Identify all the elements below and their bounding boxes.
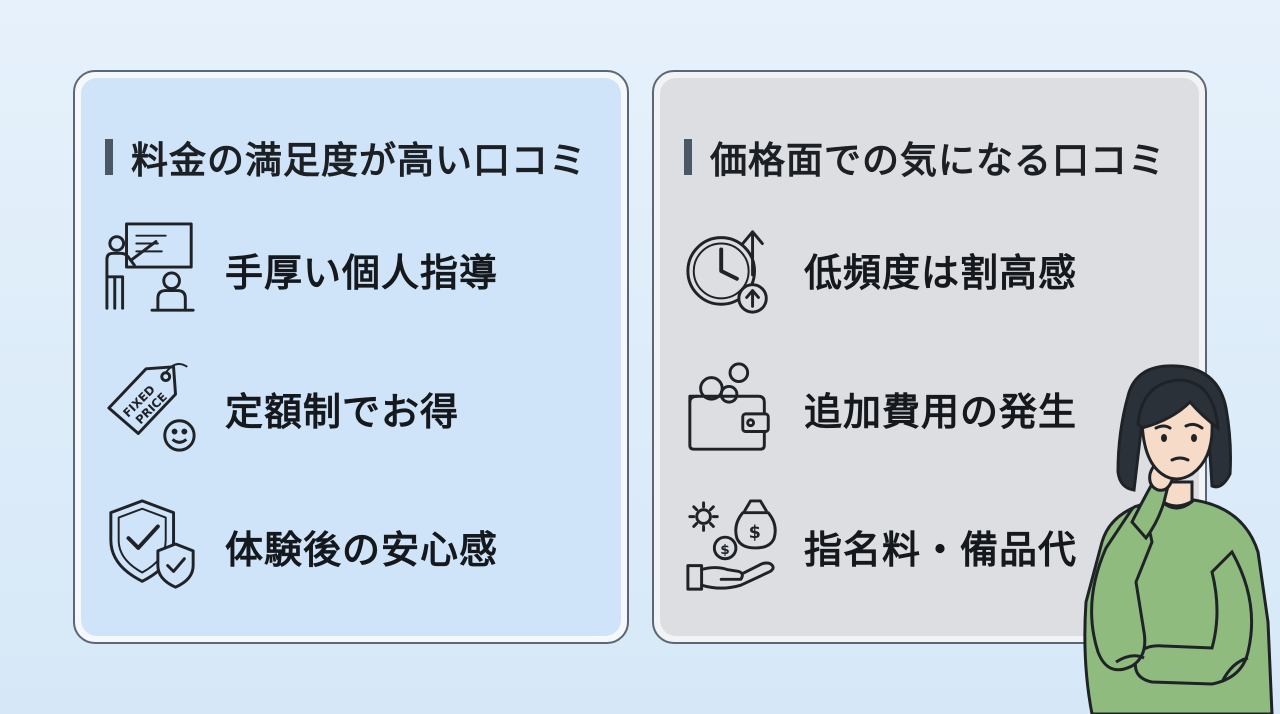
item-label: 低頻度は割高感 xyxy=(804,250,1078,295)
fixed-price-tag-icon: FIXED PRICE xyxy=(107,363,196,452)
list-item-extra-fees: 追加費用の発生 xyxy=(682,359,1077,457)
item-label: 指名料・備品代 xyxy=(804,527,1078,572)
item-label: 手厚い個人指導 xyxy=(225,250,499,295)
item-label: 追加費用の発生 xyxy=(804,389,1078,434)
svg-text:$: $ xyxy=(749,523,761,543)
positive-panel-heading: 料金の満足度が高い口コミ xyxy=(105,130,587,184)
list-item-low-frequency-cost: 低頻度は割高感 xyxy=(682,220,1077,318)
list-item-fixed-price: FIXED PRICE 定額制でお得 xyxy=(103,359,459,457)
item-label: 定額制でお得 xyxy=(225,389,460,434)
concern-panel-heading: 価格面での気になる口コミ xyxy=(684,130,1166,184)
positive-panel-title: 料金の満足度が高い口コミ xyxy=(131,139,587,182)
money-hand-gear-icon: $ $ xyxy=(686,499,777,591)
heading-bar xyxy=(105,139,113,175)
heading-bar xyxy=(684,139,692,175)
list-item-trial-reassurance: 体験後の安心感 xyxy=(103,497,498,595)
positive-panel-inner xyxy=(81,78,621,636)
clock-price-up-icon xyxy=(686,230,768,314)
svg-text:$: $ xyxy=(720,542,730,558)
list-item-personal-coaching: 手厚い個人指導 xyxy=(103,220,498,318)
positive-reviews-panel: 料金の満足度が高い口コミ 手厚い個人指導 FIXED PRICE 定額制でお得 xyxy=(73,70,629,644)
list-item-nomination-supplies: $ $ 指名料・備品代 xyxy=(682,497,1077,595)
thinking-woman-illustration xyxy=(1083,364,1274,714)
shield-check-icon xyxy=(109,499,195,589)
concern-panel-title: 価格面での気になる口コミ xyxy=(710,139,1166,182)
item-label: 体験後の安心感 xyxy=(225,527,499,572)
teacher-icon xyxy=(105,222,195,312)
wallet-coins-icon xyxy=(688,362,770,451)
